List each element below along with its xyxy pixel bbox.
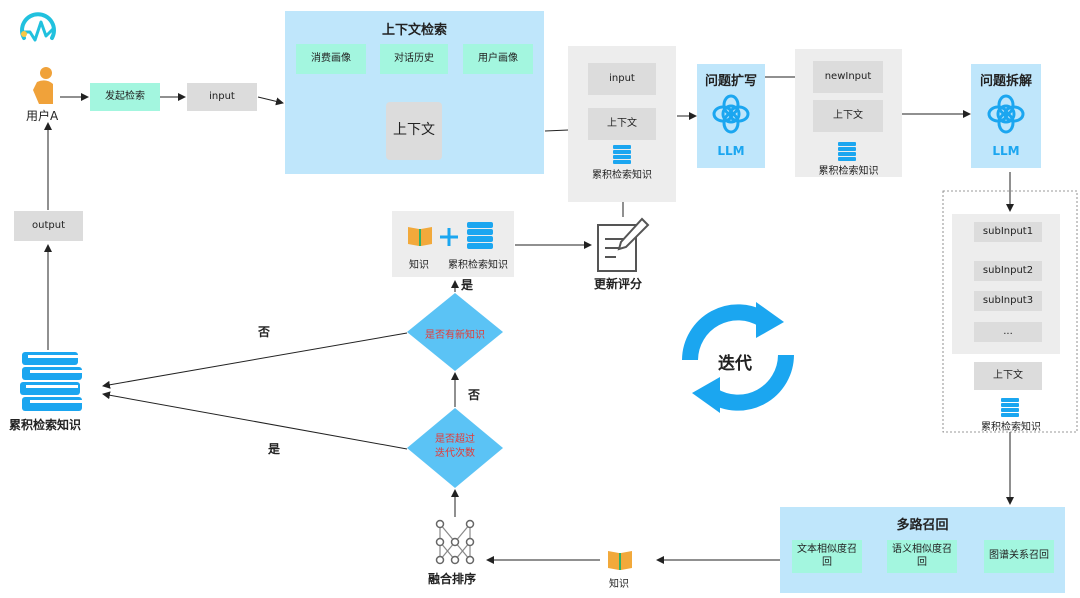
book-icon: [408, 227, 432, 246]
expanded-knowledge-label: 累积检索知识: [818, 166, 879, 177]
refresh-icon: [682, 302, 794, 413]
edge-iter-accum: [102, 391, 408, 450]
output-box[interactable]: output: [14, 211, 83, 241]
openai-icon: [712, 94, 750, 134]
sub-input-3[interactable]: subInput3: [974, 291, 1042, 311]
question-split-title: 问题拆解: [979, 74, 1032, 89]
sub-context-box[interactable]: 上下文: [974, 362, 1042, 390]
context-box[interactable]: 上下文: [386, 102, 442, 160]
sub-input-dashed-frame: [942, 190, 1078, 433]
books-stack-icon: [1001, 398, 1019, 417]
input-box[interactable]: input: [187, 83, 257, 111]
dialog-history-box[interactable]: 对话历史: [380, 44, 448, 74]
new-input-box[interactable]: newInput: [813, 61, 883, 93]
books-stack-icon: [613, 145, 631, 164]
new-knowledge-label: 是否有新知识: [425, 330, 485, 341]
multi-recall-title: 多路召回: [896, 518, 949, 533]
edge-label-yes-left: 是: [268, 442, 281, 456]
edge-new-accum: [102, 332, 408, 389]
books-stack-icon: [838, 142, 856, 161]
sub-input-2[interactable]: subInput2: [974, 261, 1042, 281]
plus-icon: [440, 228, 458, 246]
start-search-box[interactable]: 发起检索: [90, 83, 160, 111]
consumption-profile-box[interactable]: 消费画像: [296, 44, 366, 74]
rewrite-context-box[interactable]: 上下文: [588, 108, 656, 140]
edge-label-no-left: 否: [258, 325, 271, 339]
sub-input-more[interactable]: ...: [974, 322, 1042, 342]
knowledge-plus-accumulated: 累积检索知识: [448, 260, 508, 271]
knowledge-small-label: 知识: [609, 579, 629, 590]
logo-icon: [20, 12, 56, 42]
person-icon: [33, 67, 53, 104]
fusion-rank-label: 融合排序: [428, 572, 477, 586]
user-profile-box[interactable]: 用户画像: [463, 44, 533, 74]
neural-network-icon: [435, 519, 475, 565]
edge-input-context: [257, 96, 284, 106]
books-stack-icon: [20, 352, 82, 411]
openai-icon: [987, 94, 1025, 134]
llm-label-expand: LLM: [717, 144, 745, 158]
rewrite-input-box[interactable]: input: [588, 63, 656, 95]
iteration-label: 迭代: [718, 354, 752, 374]
text-similarity-recall[interactable]: 文本相似度召 回: [792, 540, 862, 573]
user-label: 用户A: [26, 109, 59, 123]
books-stack-icon: [467, 222, 493, 249]
edge-label-no-up: 否: [468, 388, 481, 402]
rewrite-knowledge-label: 累积检索知识: [592, 170, 652, 181]
knowledge-plus-knowledge: 知识: [409, 260, 429, 271]
book-icon: [608, 551, 632, 570]
question-expand-title: 问题扩写: [704, 74, 757, 89]
iteration-check-label: 是否超过 迭代次数: [435, 434, 475, 459]
context-search-title: 上下文检索: [381, 23, 447, 38]
semantic-similarity-recall[interactable]: 语义相似度召 回: [887, 540, 957, 573]
edit-document-icon: [597, 217, 650, 272]
accumulated-knowledge-label: 累积检索知识: [9, 418, 82, 432]
graph-relation-recall[interactable]: 图谱关系召回: [984, 540, 1054, 573]
iteration-check-diamond[interactable]: [406, 407, 504, 489]
sub-knowledge-label: 累积检索知识: [981, 422, 1041, 433]
sub-input-1[interactable]: subInput1: [974, 222, 1042, 242]
update-score-label: 更新评分: [594, 277, 643, 291]
llm-label-split: LLM: [992, 144, 1020, 158]
edge-label-yes-up: 是: [461, 278, 474, 292]
expanded-context-box[interactable]: 上下文: [813, 100, 883, 132]
new-knowledge-diamond[interactable]: [406, 292, 504, 372]
